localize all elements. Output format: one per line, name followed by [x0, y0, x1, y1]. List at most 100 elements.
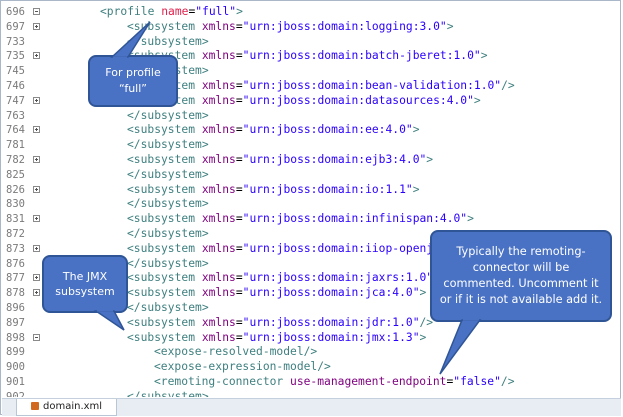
code-line[interactable]: 696<profile name="full">	[2, 5, 621, 20]
code-text: <subsystem xmlns="urn:jboss:domain:jdr:1…	[127, 316, 433, 331]
code-token: </subsystem>	[127, 226, 209, 240]
code-token: "urn:jboss:domain:ee:4.0"	[242, 123, 413, 137]
callout-jmx: The JMX subsystem	[42, 255, 128, 313]
code-token: "false"	[453, 374, 501, 388]
code-token: =	[235, 182, 243, 196]
code-token: >	[426, 152, 434, 166]
code-token: <subsystem	[127, 182, 202, 196]
fold-expand-icon[interactable]	[33, 126, 40, 134]
fold-expand-icon[interactable]	[33, 215, 40, 223]
code-token: </subsystem>	[127, 256, 209, 270]
line-number: 764	[6, 124, 25, 137]
code-token: =	[446, 374, 454, 388]
code-token: >	[480, 49, 488, 63]
fold-expand-icon[interactable]	[33, 22, 40, 30]
code-token: xmlns	[201, 78, 236, 92]
code-token: </subsystem>	[127, 108, 209, 122]
code-line[interactable]: 826<subsystem xmlns="urn:jboss:domain:io…	[2, 183, 621, 198]
code-token: =	[235, 315, 243, 329]
code-token: "urn:jboss:domain:jca:4.0"	[242, 286, 420, 300]
callout-remoting: Typically the remoting-connector will be…	[430, 230, 612, 322]
fold-expand-icon[interactable]	[33, 96, 40, 104]
code-token: =	[235, 49, 243, 63]
code-token: "urn:jboss:domain:logging:3.0"	[242, 19, 447, 33]
code-line[interactable]: 900<expose-expression-model/>	[2, 360, 621, 375]
line-number: 735	[6, 50, 25, 63]
code-line[interactable]: 897 <subsystem xmlns="urn:jboss:domain:jd…	[2, 316, 621, 331]
line-number: 782	[6, 153, 25, 166]
fold-collapse-icon[interactable]	[33, 8, 40, 15]
code-line[interactable]: 901<remoting-connector use-management-en…	[2, 375, 621, 390]
code-token: </subsystem>	[127, 300, 209, 314]
line-number: 830	[6, 198, 25, 211]
code-line[interactable]: 902</subsystem>	[2, 390, 621, 397]
code-token: >	[419, 330, 427, 344]
code-token: name	[161, 5, 189, 18]
code-token: xmlns	[201, 286, 236, 300]
code-token: "urn:jboss:domain:jdr:1.0"	[242, 315, 420, 329]
line-number: 897	[6, 316, 25, 329]
code-line[interactable]: 873 <subsystem xmlns="urn:jboss:domain:ii…	[2, 242, 621, 257]
fold-expand-icon[interactable]	[33, 244, 40, 252]
code-token: "urn:jboss:domain:ejb3:4.0"	[242, 152, 427, 166]
code-token: <subsystem	[127, 152, 202, 166]
code-token: "urn:jboss:domain:iiop-openjdk:1.0"	[242, 241, 481, 255]
line-number: 873	[6, 242, 25, 255]
code-line[interactable]: 697<subsystem xmlns="urn:jboss:domain:lo…	[2, 20, 621, 35]
line-number: 826	[6, 183, 25, 196]
code-text: </subsystem>	[127, 138, 209, 153]
code-line[interactable]: 876 </subsystem>	[2, 257, 621, 272]
code-line[interactable]: 825</subsystem>	[2, 168, 621, 183]
editor-tab-bar: domain.xml	[2, 398, 621, 416]
code-text: </subsystem>	[127, 168, 209, 183]
code-line[interactable]: 831<subsystem xmlns="urn:jboss:domain:in…	[2, 212, 621, 227]
callout-remoting-text: Typically the remoting-connector will be…	[439, 245, 603, 306]
code-token: =	[235, 330, 243, 344]
fold-expand-icon[interactable]	[33, 289, 40, 297]
code-line[interactable]: 896 </subsystem>	[2, 301, 621, 316]
callout-jmx-text: The JMX subsystem	[55, 270, 115, 298]
fold-expand-icon[interactable]	[33, 274, 40, 282]
code-line[interactable]: 872</subsystem>	[2, 227, 621, 242]
code-token: />	[500, 374, 515, 388]
code-text: <subsystem xmlns="urn:jboss:domain:loggi…	[127, 20, 454, 35]
code-token: <subsystem	[127, 241, 202, 255]
code-line[interactable]: 763 </subsystem>	[2, 109, 621, 124]
code-line[interactable]: 782<subsystem xmlns="urn:jboss:domain:ej…	[2, 153, 621, 168]
line-number: 899	[6, 346, 25, 359]
code-text: <subsystem xmlns="urn:jboss:domain:iiop-…	[127, 242, 488, 257]
code-line[interactable]: 830</subsystem>	[2, 197, 621, 212]
code-text: <subsystem xmlns="urn:jboss:domain:ee:4.…	[127, 123, 420, 138]
fold-collapse-icon[interactable]	[33, 333, 40, 341]
code-line[interactable]: 733</subsystem>	[2, 35, 621, 50]
line-number: 876	[6, 257, 25, 270]
line-number: 763	[6, 109, 25, 122]
code-line[interactable]: 781</subsystem>	[2, 138, 621, 153]
code-text: <subsystem xmlns="urn:jboss:domain:infin…	[127, 212, 474, 227]
code-token: >	[419, 286, 427, 300]
fold-expand-icon[interactable]	[33, 52, 40, 60]
code-token: xmlns	[201, 49, 236, 63]
tab-domain-xml[interactable]: domain.xml	[16, 399, 118, 416]
code-line[interactable]: 878<subsystem xmlns="urn:jboss:domain:jc…	[2, 286, 621, 301]
code-token: >	[446, 19, 454, 33]
code-token: xmlns	[201, 93, 236, 107]
xml-editor[interactable]: 696<profile name="full">697<subsystem xm…	[2, 5, 621, 397]
code-text: </subsystem>	[127, 301, 209, 316]
line-number: 896	[6, 301, 25, 314]
code-line[interactable]: 899<expose-resolved-model/>	[2, 345, 621, 360]
code-token: =	[235, 93, 243, 107]
code-token: </subsystem>	[127, 389, 209, 397]
code-token: >	[412, 123, 420, 137]
code-token: "urn:jboss:domain:io:1.1"	[242, 182, 413, 196]
code-token: "urn:jboss:domain:datasources:4.0"	[242, 93, 474, 107]
line-number: 733	[6, 35, 25, 48]
fold-expand-icon[interactable]	[33, 185, 40, 193]
code-token: >	[236, 5, 243, 18]
fold-expand-icon[interactable]	[33, 155, 40, 163]
code-token: =	[235, 19, 243, 33]
code-line[interactable]: 764 <subsystem xmlns="urn:jboss:domain:ee…	[2, 123, 621, 138]
code-token: <subsystem	[127, 315, 202, 329]
code-line[interactable]: 898<subsystem xmlns="urn:jboss:domain:jm…	[2, 331, 621, 346]
code-token: =	[235, 78, 243, 92]
